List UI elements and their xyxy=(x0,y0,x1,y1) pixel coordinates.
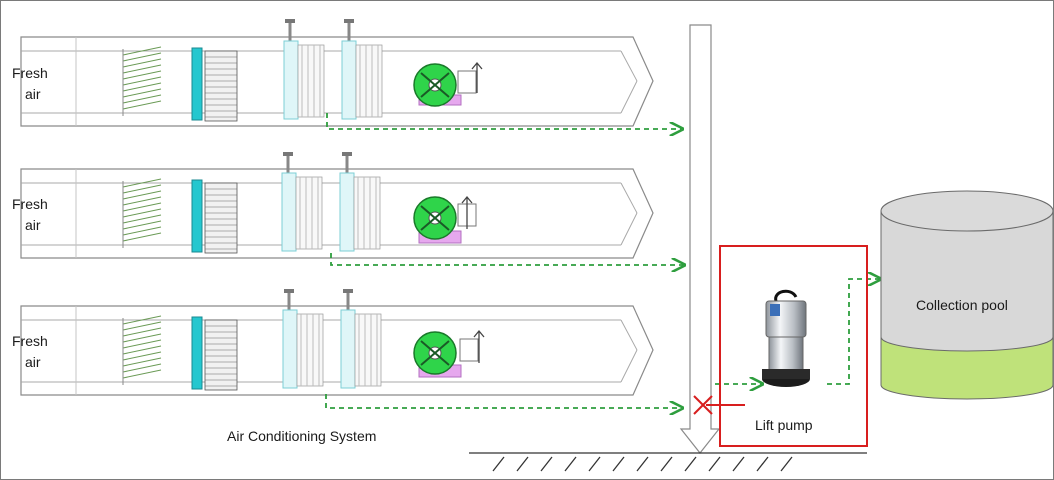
flow-arrow-1 xyxy=(326,113,681,129)
filter-teal xyxy=(191,316,203,390)
fresh-air-line2: air xyxy=(25,86,41,102)
filter-teal xyxy=(191,179,203,253)
fresh-air-line1: Fresh xyxy=(12,196,48,212)
fresh-air-line1: Fresh xyxy=(12,65,48,81)
collection-pool-label: Collection pool xyxy=(916,297,1008,313)
fresh-air-label-1: Fresh air xyxy=(12,63,54,105)
air-conditioning-system-label: Air Conditioning System xyxy=(227,428,377,444)
pump-icon xyxy=(762,289,810,387)
ground-hatch xyxy=(469,452,867,472)
coil-2 xyxy=(341,19,383,120)
filter-mesh xyxy=(204,319,238,391)
collection-tank-icon xyxy=(880,190,1053,400)
fresh-air-label-3: Fresh air xyxy=(12,331,54,373)
fan-icon xyxy=(413,329,485,378)
coil-1 xyxy=(281,152,323,252)
duct-body xyxy=(20,305,654,396)
flow-arrow-to-pool xyxy=(827,279,879,385)
ahu-unit-3 xyxy=(20,289,654,396)
filter-slats xyxy=(122,315,162,385)
fresh-air-line1: Fresh xyxy=(12,333,48,349)
pump-box xyxy=(719,245,868,447)
filter-slats xyxy=(122,46,162,116)
fresh-air-line2: air xyxy=(25,217,41,233)
drain-pipe xyxy=(679,24,721,454)
fan-icon xyxy=(413,61,483,107)
fresh-air-line2: air xyxy=(25,354,41,370)
coil-2 xyxy=(339,152,381,252)
filter-mesh xyxy=(204,182,238,254)
filter-mesh xyxy=(204,50,238,122)
lift-pump-label: Lift pump xyxy=(755,417,813,433)
filter-teal xyxy=(191,47,203,121)
duct-body xyxy=(20,36,654,127)
coil-2 xyxy=(340,289,382,389)
ahu-unit-2 xyxy=(20,152,654,259)
flow-arrow-2 xyxy=(330,253,683,265)
coil-1 xyxy=(282,289,324,389)
coil-1 xyxy=(283,19,325,120)
filter-slats xyxy=(122,178,162,248)
flow-arrow-3 xyxy=(325,394,681,408)
fan-icon xyxy=(413,195,477,244)
fresh-air-label-2: Fresh air xyxy=(12,194,54,236)
duct-body xyxy=(20,168,654,259)
ahu-unit-1 xyxy=(20,19,654,127)
no-backflow-cross-icon xyxy=(693,395,745,415)
